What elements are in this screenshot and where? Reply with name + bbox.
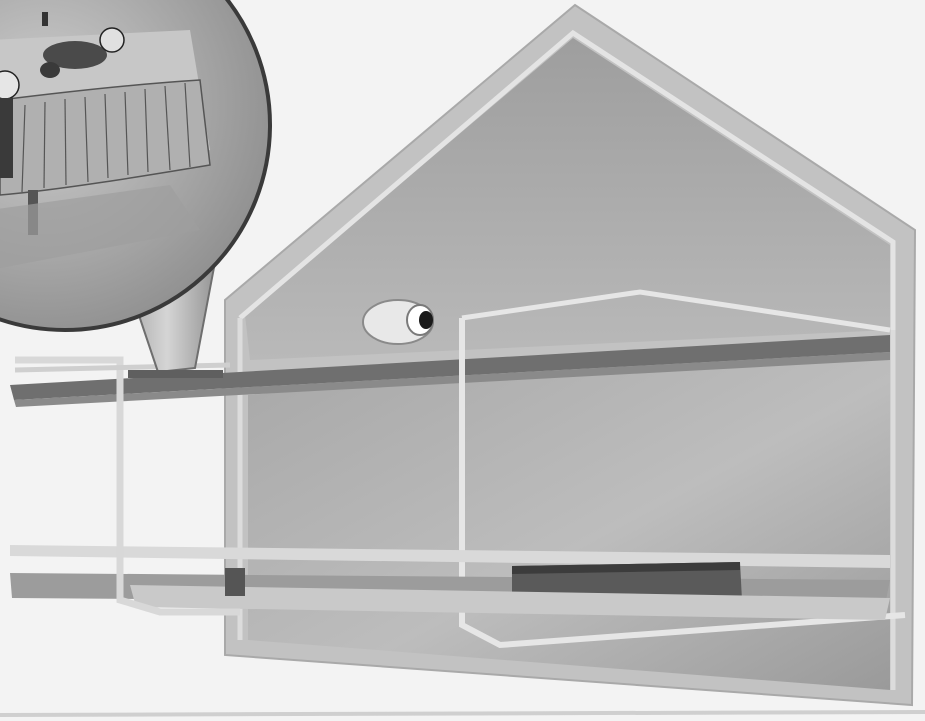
- pipe-outlet: [363, 300, 433, 344]
- bedside-candle: [42, 12, 48, 26]
- left-pipe-block: [225, 568, 245, 596]
- cup-shelf: [128, 370, 223, 378]
